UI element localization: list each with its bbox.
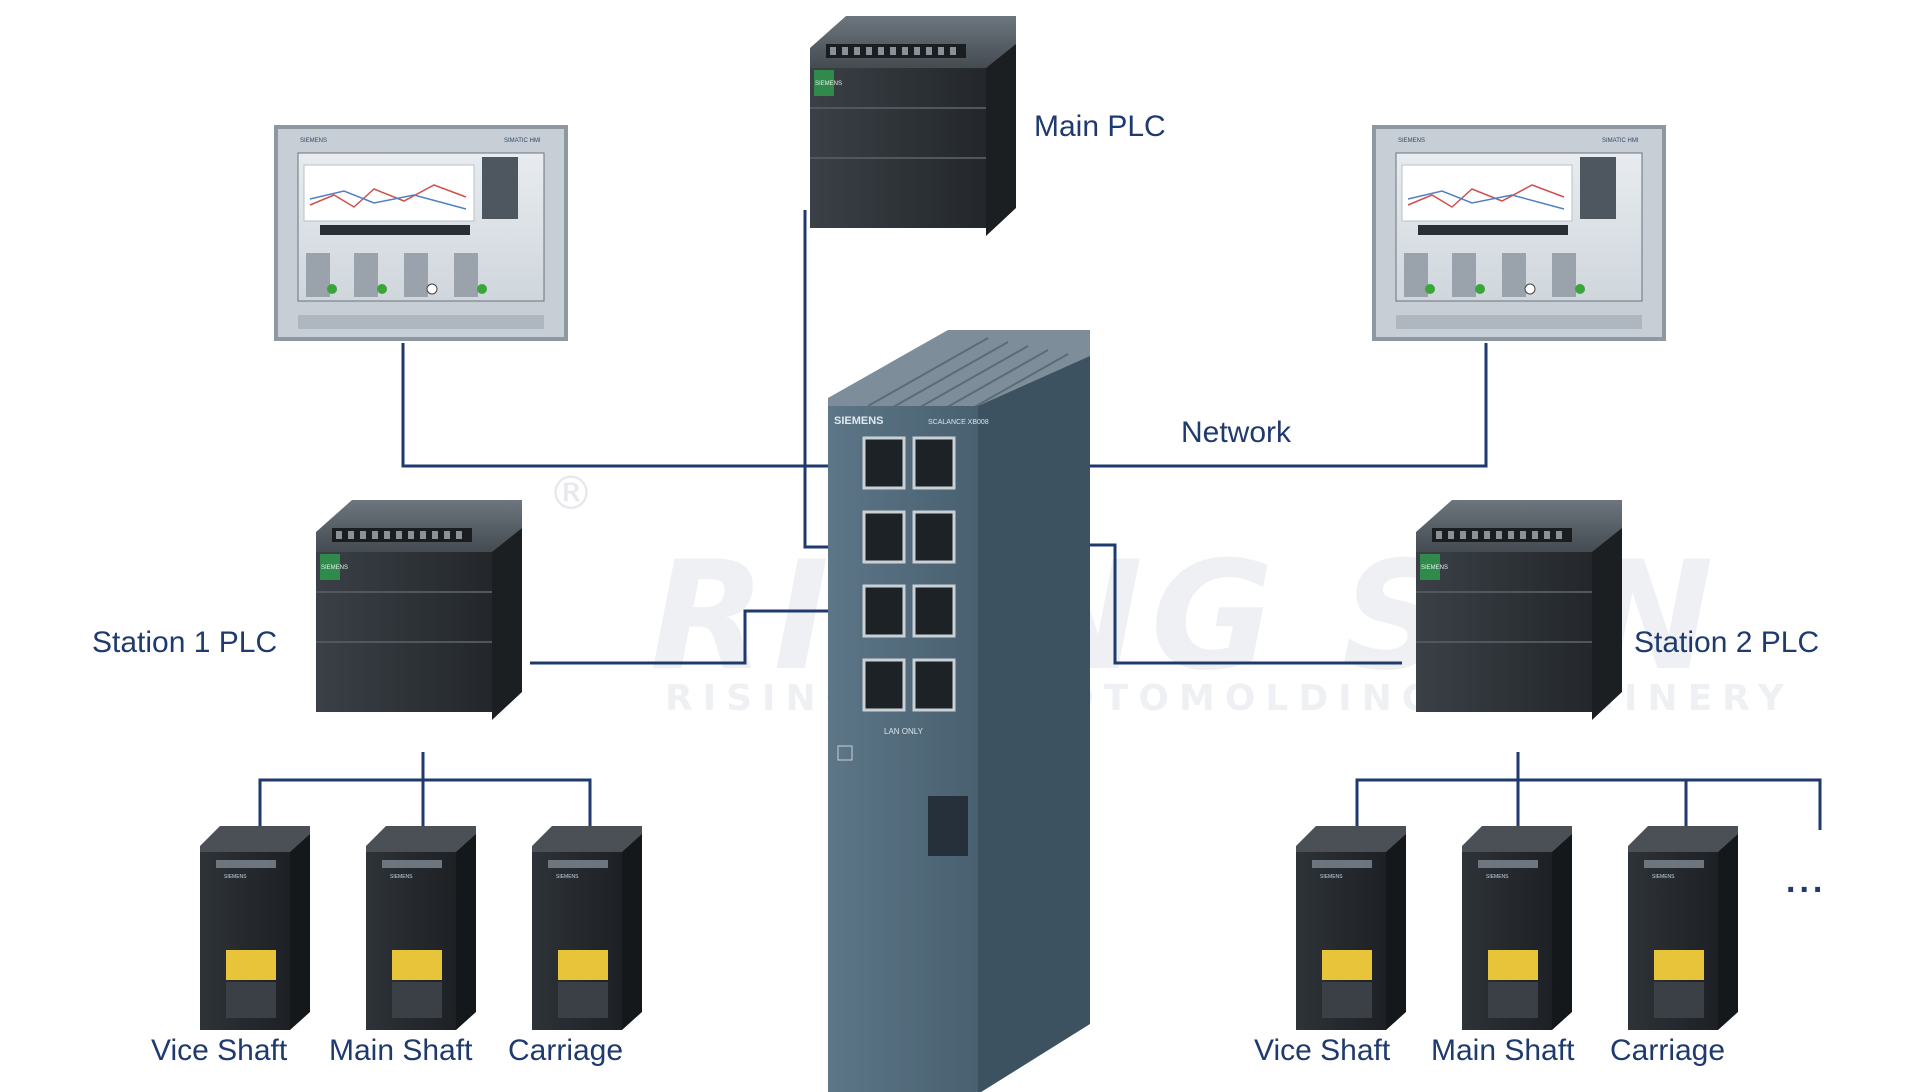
hmi-right: SIEMENS SIMATIC HMI (1372, 125, 1666, 341)
station2-plc-label: Station 2 PLC (1634, 626, 1820, 659)
hmi-left: SIEMENS SIMATIC HMI (274, 125, 568, 341)
hmi-left-model: SIMATIC HMI (504, 138, 541, 144)
switch-ports (862, 436, 956, 712)
switch-lan-label: LAN ONLY (884, 727, 924, 736)
station2-plc: SIEMENS (1416, 500, 1622, 720)
network-lines (258, 210, 1822, 830)
station2-drive-3-label: Carriage (1610, 1034, 1726, 1067)
station1-drive-3: SIEMENS (532, 826, 642, 1030)
station1-drive-1: SIEMENS (200, 826, 310, 1030)
hmi-right-model: SIMATIC HMI (1602, 138, 1639, 144)
line-s2-bus (1355, 752, 1520, 830)
hmi-right-brand: SIEMENS (1398, 138, 1425, 144)
station1-drive-3-label: Carriage (508, 1034, 624, 1067)
line-s1-bus (258, 752, 425, 830)
more-drives-ellipsis: ... (1786, 862, 1827, 900)
station2-drive-2: SIEMENS (1462, 826, 1572, 1030)
switch-model: SCALANCE XB008 (928, 419, 989, 426)
station1-drive-2-brand: SIEMENS (390, 874, 413, 880)
station2-drive-2-label: Main Shaft (1431, 1034, 1575, 1067)
main-plc: SIEMENS (810, 16, 1016, 236)
station2-drive-3: SIEMENS (1628, 826, 1738, 1030)
station2-drive-1-label: Vice Shaft (1254, 1034, 1391, 1067)
station1-plc-brand: SIEMENS (321, 565, 348, 571)
main-plc-brand: SIEMENS (815, 81, 842, 87)
station1-drive-2-label: Main Shaft (329, 1034, 473, 1067)
line-station2 (1090, 543, 1402, 665)
station2-drive-2-brand: SIEMENS (1486, 874, 1509, 880)
station1-drive-3-brand: SIEMENS (556, 874, 579, 880)
station2-drive-1-brand: SIEMENS (1320, 874, 1343, 880)
line-hmi-right (1090, 343, 1488, 468)
network-label: Network (1181, 416, 1292, 449)
line-station1 (530, 609, 840, 665)
line-s2-bus-r (1518, 778, 1822, 830)
line-s1-bus-r (423, 778, 592, 830)
main-plc-label: Main PLC (1034, 110, 1166, 143)
switch-brand: SIEMENS (834, 415, 884, 427)
station2-drive-1: SIEMENS (1296, 826, 1406, 1030)
station1-drive-1-brand: SIEMENS (224, 874, 247, 880)
station1-drive-2: SIEMENS (366, 826, 476, 1030)
hmi-left-brand: SIEMENS (300, 138, 327, 144)
station1-plc: SIEMENS (316, 500, 522, 720)
network-switch: SIEMENS SCALANCE XB008 LAN ONLY (828, 330, 1090, 1092)
station1-drive-1-label: Vice Shaft (151, 1034, 288, 1067)
station1-plc-label: Station 1 PLC (92, 626, 278, 659)
registered-mark: ® (548, 466, 594, 520)
line-hmi-left (401, 343, 832, 468)
station2-plc-brand: SIEMENS (1421, 565, 1448, 571)
station2-drive-3-brand: SIEMENS (1652, 874, 1675, 880)
